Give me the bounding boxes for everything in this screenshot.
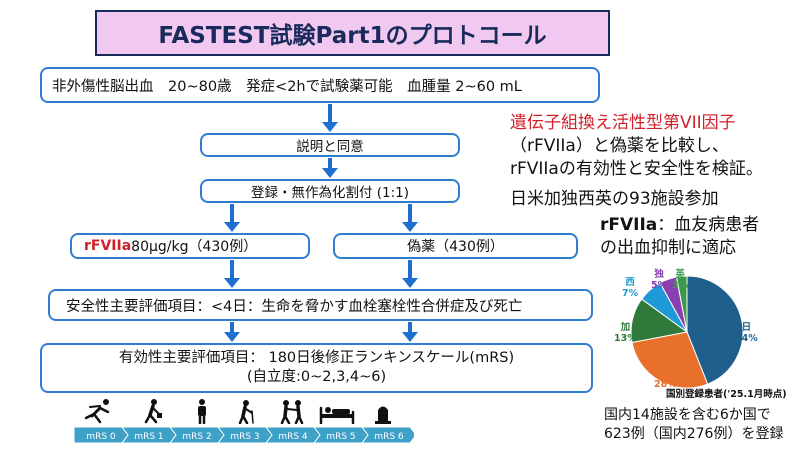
pie-slice-1	[631, 331, 709, 389]
running-person-icon	[84, 399, 110, 424]
description-line3: rFVIIaの有効性と安全性を検証。	[510, 159, 763, 179]
participating-countries: 日米加独西英の93施設参加	[510, 189, 719, 209]
enrollment-line1: 国内14施設を含む6か国で	[604, 407, 771, 423]
enrollment-summary: 国内14施設を含む6か国で 623例（国内276例）を登録	[604, 406, 783, 444]
mrs-scale-bar: mRS 0 mRS 1 mRS 2 mRS 3 mRS 4 mRS 5 mRS 6	[73, 426, 417, 444]
pie-slice-5	[675, 275, 688, 333]
arrow-head-icon	[402, 332, 418, 342]
mrs-label-2: mRS 2	[182, 432, 211, 442]
safety-endpoint-box: 安全性主要評価項目：<4日：生命を脅かす血栓塞栓性合併症及び死亡	[48, 289, 593, 321]
arrow-head-icon	[402, 222, 418, 232]
arrow-head-icon	[224, 222, 240, 232]
bed-icon	[319, 406, 355, 424]
mrs-label-5: mRS 5	[326, 432, 355, 442]
pie-slice-0	[686, 275, 744, 385]
consent-box: 説明と同意	[200, 133, 460, 157]
efficacy-endpoint-line2: (自立度:0~2,3,4~6)	[246, 369, 387, 385]
country-pie-chart	[630, 275, 744, 389]
drug-arm-dose: 80μg/kg（430例）	[131, 239, 258, 255]
arrow-head-icon	[224, 278, 240, 288]
enrollment-line2: 623例（国内276例）を登録	[604, 426, 784, 442]
person-with-cane-icon	[238, 400, 254, 424]
efficacy-endpoint-box: 有効性主要評価項目： 180日後修正ランキンスケール(mRS) (自立度:0~2…	[40, 343, 593, 393]
drug-arm-box: rFVIIa 80μg/kg（430例）	[70, 233, 310, 259]
inclusion-criteria-text: 非外傷性脳出血 20~80歳 発症<2hで試験薬可能 血腫量 2~60 mL	[52, 78, 522, 95]
consent-text: 説明と同意	[296, 139, 364, 155]
mrs-label-0: mRS 0	[86, 432, 116, 442]
mrs-label-1: mRS 1	[134, 432, 163, 442]
walking-person-icon	[144, 399, 162, 424]
indication-drug-name: rFVIIa	[600, 215, 658, 235]
inclusion-criteria-box: 非外傷性脳出血 20~80歳 発症<2hで試験薬可能 血腫量 2~60 mL	[40, 67, 600, 103]
mrs-scale-chevrons: mRS 0 mRS 1 mRS 2 mRS 3 mRS 4 mRS 5 mRS 6	[73, 426, 417, 444]
mrs-label-3: mRS 3	[230, 432, 259, 442]
indication-text: ：血友病患者	[657, 215, 760, 235]
mrs-label-4: mRS 4	[278, 432, 308, 442]
drug-name-heading: 遺伝子組換え活性型第VII因子	[510, 113, 736, 133]
pie-caption: 国別登録患者('25.1月時点)	[666, 389, 787, 400]
tombstone-icon	[375, 406, 391, 424]
efficacy-endpoint-line1: 有効性主要評価項目： 180日後修正ランキンスケール(mRS)	[118, 350, 515, 366]
assisted-person-icon	[280, 400, 304, 424]
mrs-pictograms	[84, 399, 391, 424]
randomization-box: 登録・無作為化割付 (1:1)	[200, 179, 460, 203]
description-line2: （rFVIIa）と偽薬を比較し、	[510, 136, 729, 156]
safety-endpoint-text: 安全性主要評価項目：<4日：生命を脅かす血栓塞栓性合併症及び死亡	[66, 298, 523, 315]
arrow-head-icon	[402, 278, 418, 288]
arrow-head-icon	[224, 332, 240, 342]
standing-person-icon	[198, 399, 206, 424]
mrs-label-6: mRS 6	[374, 432, 404, 442]
page-title: FASTEST試験Part1のプロトコール	[95, 10, 610, 56]
drug-arm-name: rFVIIa	[84, 238, 132, 254]
arrow-head-icon	[322, 122, 338, 132]
placebo-arm-box: 偽薬（430例）	[333, 233, 578, 259]
placebo-arm-text: 偽薬（430例）	[407, 239, 504, 255]
indication-note: rFVIIa：血友病患者	[600, 214, 759, 236]
randomization-text: 登録・無作為化割付 (1:1)	[250, 185, 410, 201]
indication-line2: の出血抑制に適応	[600, 238, 736, 258]
arrow-head-icon	[322, 168, 338, 178]
